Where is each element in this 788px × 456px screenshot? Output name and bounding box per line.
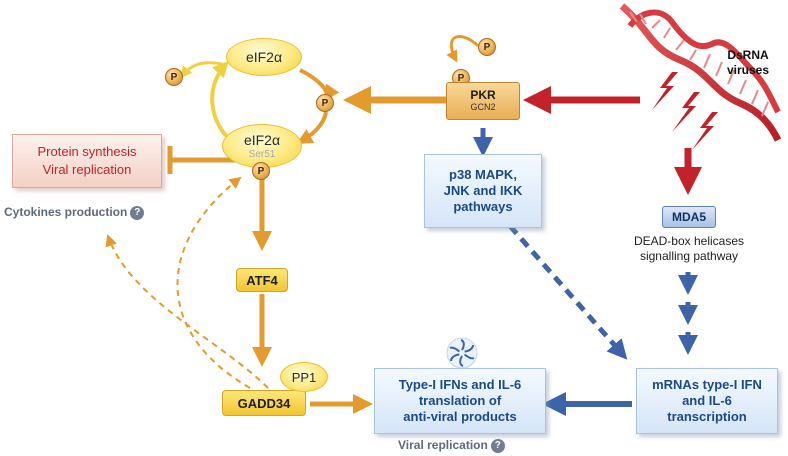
- question-circle-icon: ?: [490, 438, 505, 453]
- eif2a-bottom-label: eIF2α: [243, 131, 281, 148]
- atf4-label: ATF4: [246, 272, 278, 288]
- p38-mapk-box: p38 MAPK, JNK and IKK pathways: [424, 154, 542, 228]
- cytokines-production-label: Cytokines production: [4, 205, 128, 219]
- cytokines-production: Cytokines production?: [4, 205, 145, 220]
- typei-ifn-translation-label: Type-I IFNs and IL-6 translation of anti…: [398, 377, 522, 424]
- dsrna-viruses-label: DsRNA viruses: [726, 48, 770, 77]
- gcn2-label: GCN2: [470, 102, 496, 112]
- phosphate-cycle: P: [316, 94, 334, 112]
- mrna-transcription-label: mRNAs type-I IFN and IL-6 transcription: [652, 377, 762, 424]
- protein-synthesis-box: Protein synthesis Viral replication: [12, 134, 162, 188]
- pinwheel-icon: [446, 337, 478, 369]
- viral-replication-label: Viral replication: [42, 162, 132, 177]
- phosphate-pkr-incoming: P: [478, 38, 496, 56]
- pkr-label: PKR: [470, 88, 496, 102]
- typei-ifn-translation-box: Type-I IFNs and IL-6 translation of anti…: [374, 368, 546, 434]
- lightning-bolt-icon: [652, 72, 718, 150]
- gadd34-label: GADD34: [237, 395, 291, 411]
- viral-replication-bottom: Viral replication?: [398, 438, 505, 453]
- protein-synthesis-label: Protein synthesis: [37, 144, 137, 159]
- mrna-transcription-box: mRNAs type-I IFN and IL-6 transcription: [636, 368, 778, 434]
- phosphate-ser51: P: [252, 162, 270, 180]
- phosphate-free: P: [165, 68, 183, 86]
- p38-mapk-label: p38 MAPK, JNK and IKK pathways: [443, 167, 523, 214]
- gadd34-node: GADD34: [222, 390, 306, 416]
- atf4-node: ATF4: [236, 268, 288, 292]
- eif2a-bottom-node: eIF2α Ser51: [222, 124, 302, 168]
- eif2a-top-node: eIF2α: [226, 38, 302, 76]
- mda5-label: MDA5: [671, 210, 706, 224]
- dna-helix-icon: [619, 3, 782, 142]
- ser51-label: Ser51: [248, 148, 276, 160]
- pkr-gcn2-box: PKR GCN2: [446, 82, 520, 120]
- pp1-label: PP1: [291, 369, 317, 385]
- mda5-node: MDA5: [662, 206, 716, 228]
- dead-box-label: DEAD-box helicases signalling pathway: [633, 234, 745, 263]
- viral-replication-bottom-label: Viral replication: [398, 438, 488, 452]
- pp1-node: PP1: [280, 362, 328, 392]
- question-circle-icon: ?: [130, 205, 145, 220]
- eif2a-top-label: eIF2α: [245, 49, 283, 65]
